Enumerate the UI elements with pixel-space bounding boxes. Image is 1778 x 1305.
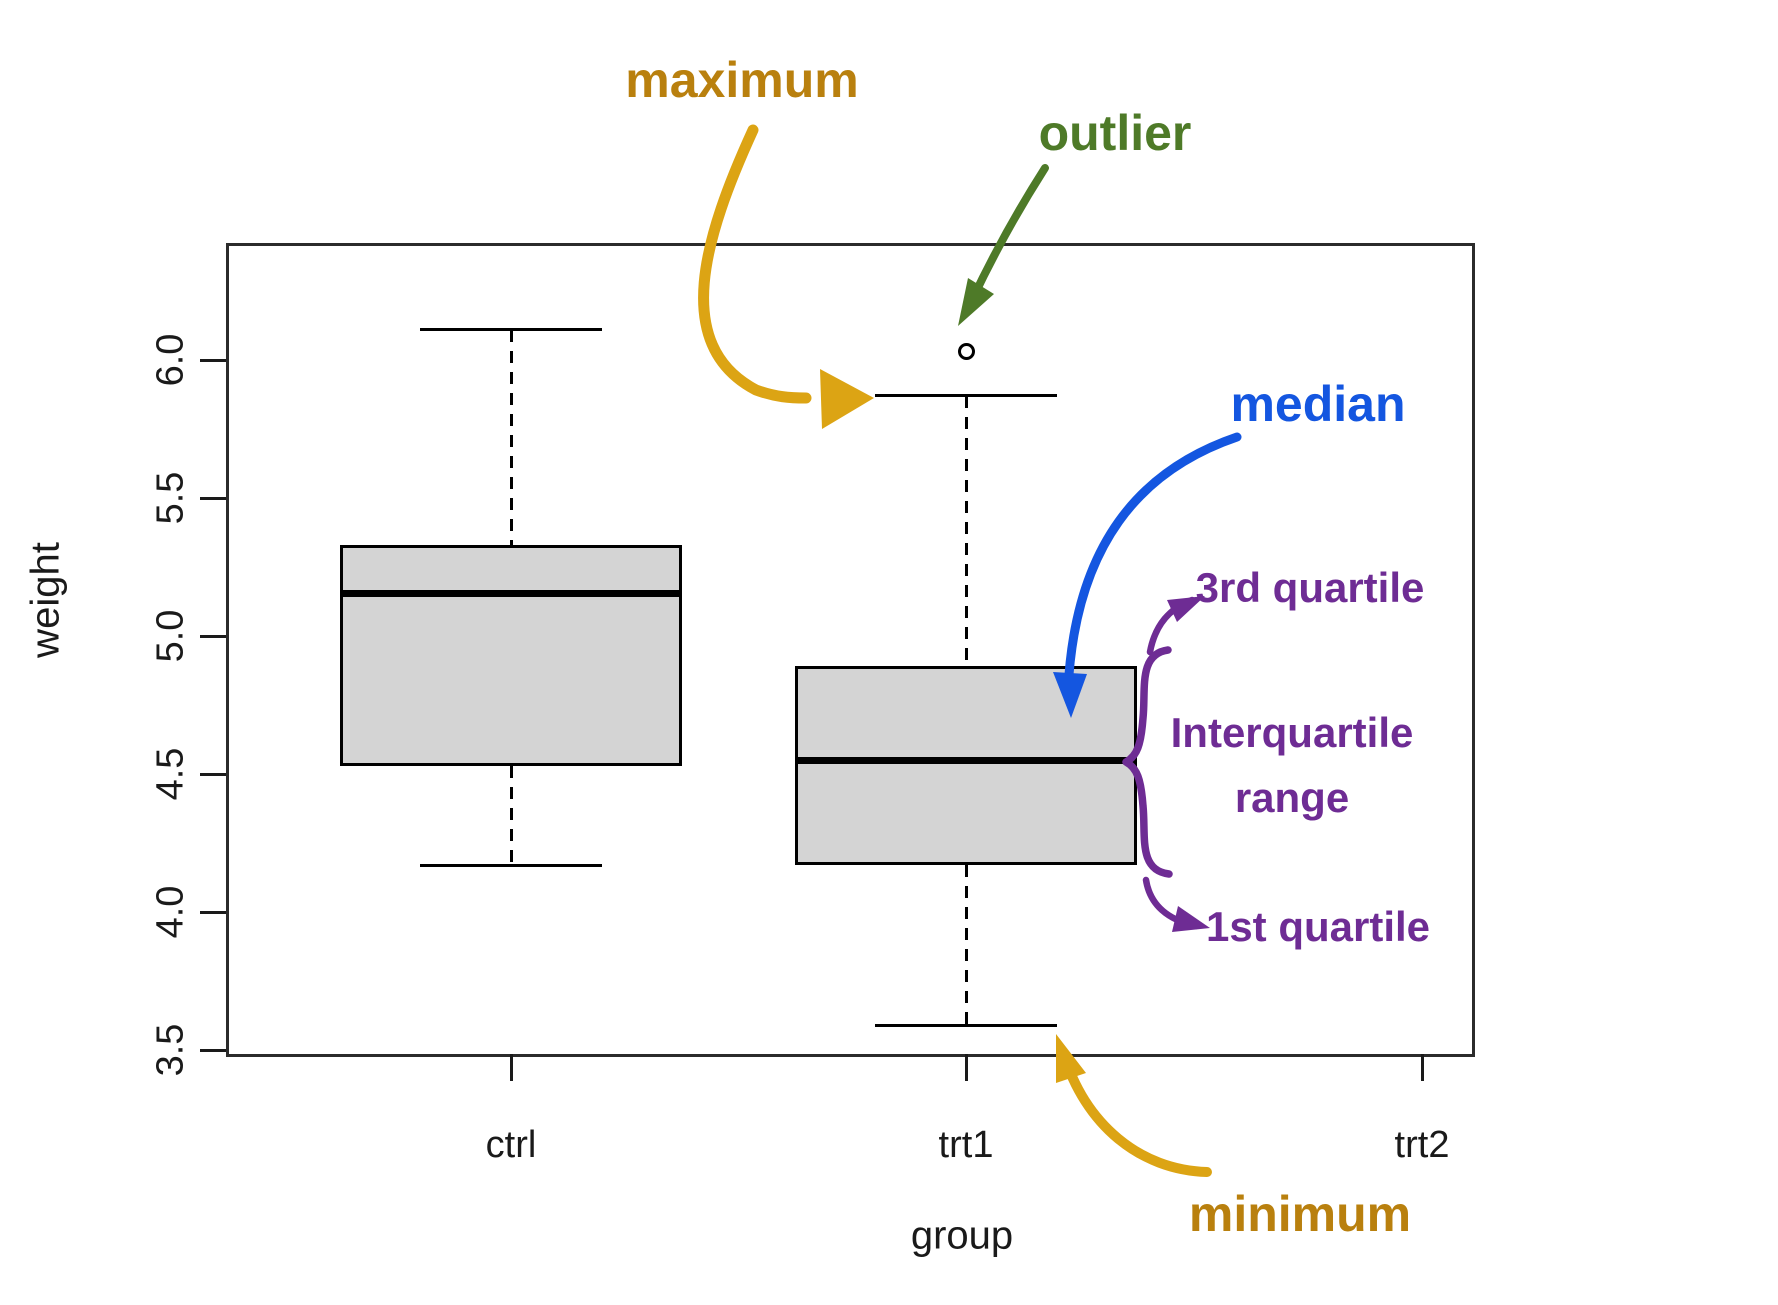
x-axis-tick-label-trt1: trt1 [938, 1124, 994, 1166]
y-axis-tick [200, 910, 226, 914]
y-axis-tick-label: 5.0 [149, 609, 192, 663]
whisker-cap-max-trt1 [875, 394, 1057, 398]
x-axis-tick [964, 1054, 968, 1081]
annotation-maximum: maximum [625, 52, 859, 108]
whisker-lower-trt1 [964, 865, 968, 1026]
y-axis-tick [200, 358, 226, 362]
y-axis-tick [200, 772, 226, 776]
y-axis-tick-label: 3.5 [149, 1023, 192, 1077]
y-axis-tick-label: 4.5 [149, 747, 192, 801]
box-ctrl [340, 544, 682, 766]
x-axis-title: group [910, 1213, 1014, 1258]
median-line-trt1 [798, 756, 1134, 764]
iqr-line1: Interquartile [1170, 708, 1414, 756]
median-line-ctrl [343, 589, 679, 597]
outlier-point-trt1 [957, 343, 975, 361]
x-axis-tick-label-ctrl: ctrl [485, 1124, 537, 1166]
y-axis-tick [200, 634, 226, 638]
annotation-1st-quartile: 1st quartile [1205, 903, 1431, 950]
y-axis-tick [200, 1048, 226, 1052]
whisker-cap-min-trt1 [875, 1023, 1057, 1027]
x-axis-tick [509, 1054, 513, 1081]
whisker-cap-min-ctrl [420, 863, 602, 867]
annotation-outlier: outlier [1038, 105, 1192, 161]
y-axis-tick-label: 6.0 [149, 333, 192, 387]
box-trt1 [795, 666, 1137, 866]
annotation-minimum: minimum [1188, 1186, 1412, 1242]
iqr-line2: range [1234, 774, 1350, 821]
whisker-upper-trt1 [964, 395, 968, 667]
y-axis-tick-label: 4.0 [149, 885, 192, 939]
y-axis-tick-label: 5.5 [149, 471, 192, 525]
annotation-3rd-quartile: 3rd quartile [1195, 564, 1425, 611]
y-axis-tick [200, 496, 226, 500]
x-axis-tick-label-trt2: trt2 [1394, 1124, 1450, 1166]
whisker-upper-ctrl [509, 329, 513, 545]
minimum-arrow [1058, 1047, 1212, 1177]
annotation-median: median [1230, 376, 1406, 432]
annotation-interquartile-range: Interquartile range [1171, 700, 1414, 830]
whisker-cap-max-ctrl [420, 328, 602, 332]
y-axis-title: weight [23, 542, 68, 658]
whisker-lower-ctrl [509, 765, 513, 866]
x-axis-tick [1420, 1054, 1424, 1081]
